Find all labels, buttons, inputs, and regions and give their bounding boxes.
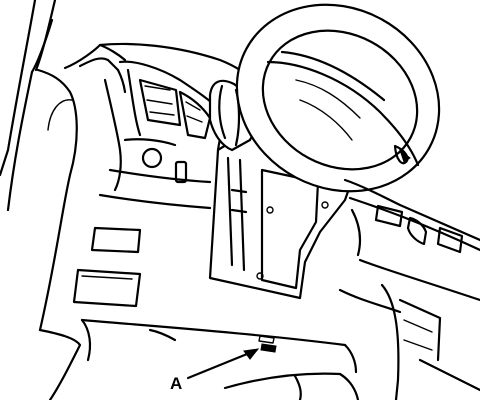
dash-switch-icon — [174, 160, 188, 184]
callout-a-arrowhead — [243, 348, 260, 360]
callout-a: A — [170, 348, 260, 393]
callout-a-label: A — [170, 374, 182, 393]
right-switch-1 — [374, 204, 404, 228]
left-kick-panel — [36, 68, 82, 400]
lower-switch-upper — [90, 226, 142, 254]
lower-center-trim — [223, 372, 360, 400]
callout-a-leader — [186, 350, 254, 380]
right-switch-3 — [436, 226, 464, 254]
instrument-cluster — [118, 60, 222, 140]
right-switch-2 — [406, 216, 428, 246]
lower-dash-panel — [80, 318, 358, 374]
left-lower-switches — [72, 226, 142, 308]
clip-a-marker — [258, 335, 277, 353]
dashboard-top — [63, 42, 260, 88]
left-dash-controls — [98, 68, 212, 210]
right-dashboard — [338, 178, 480, 400]
steering-wheel — [235, 3, 441, 193]
clip-icon — [260, 343, 277, 353]
lower-switch-lower — [72, 268, 142, 308]
dash-knob-icon — [141, 147, 163, 169]
a-pillar — [0, 0, 57, 212]
